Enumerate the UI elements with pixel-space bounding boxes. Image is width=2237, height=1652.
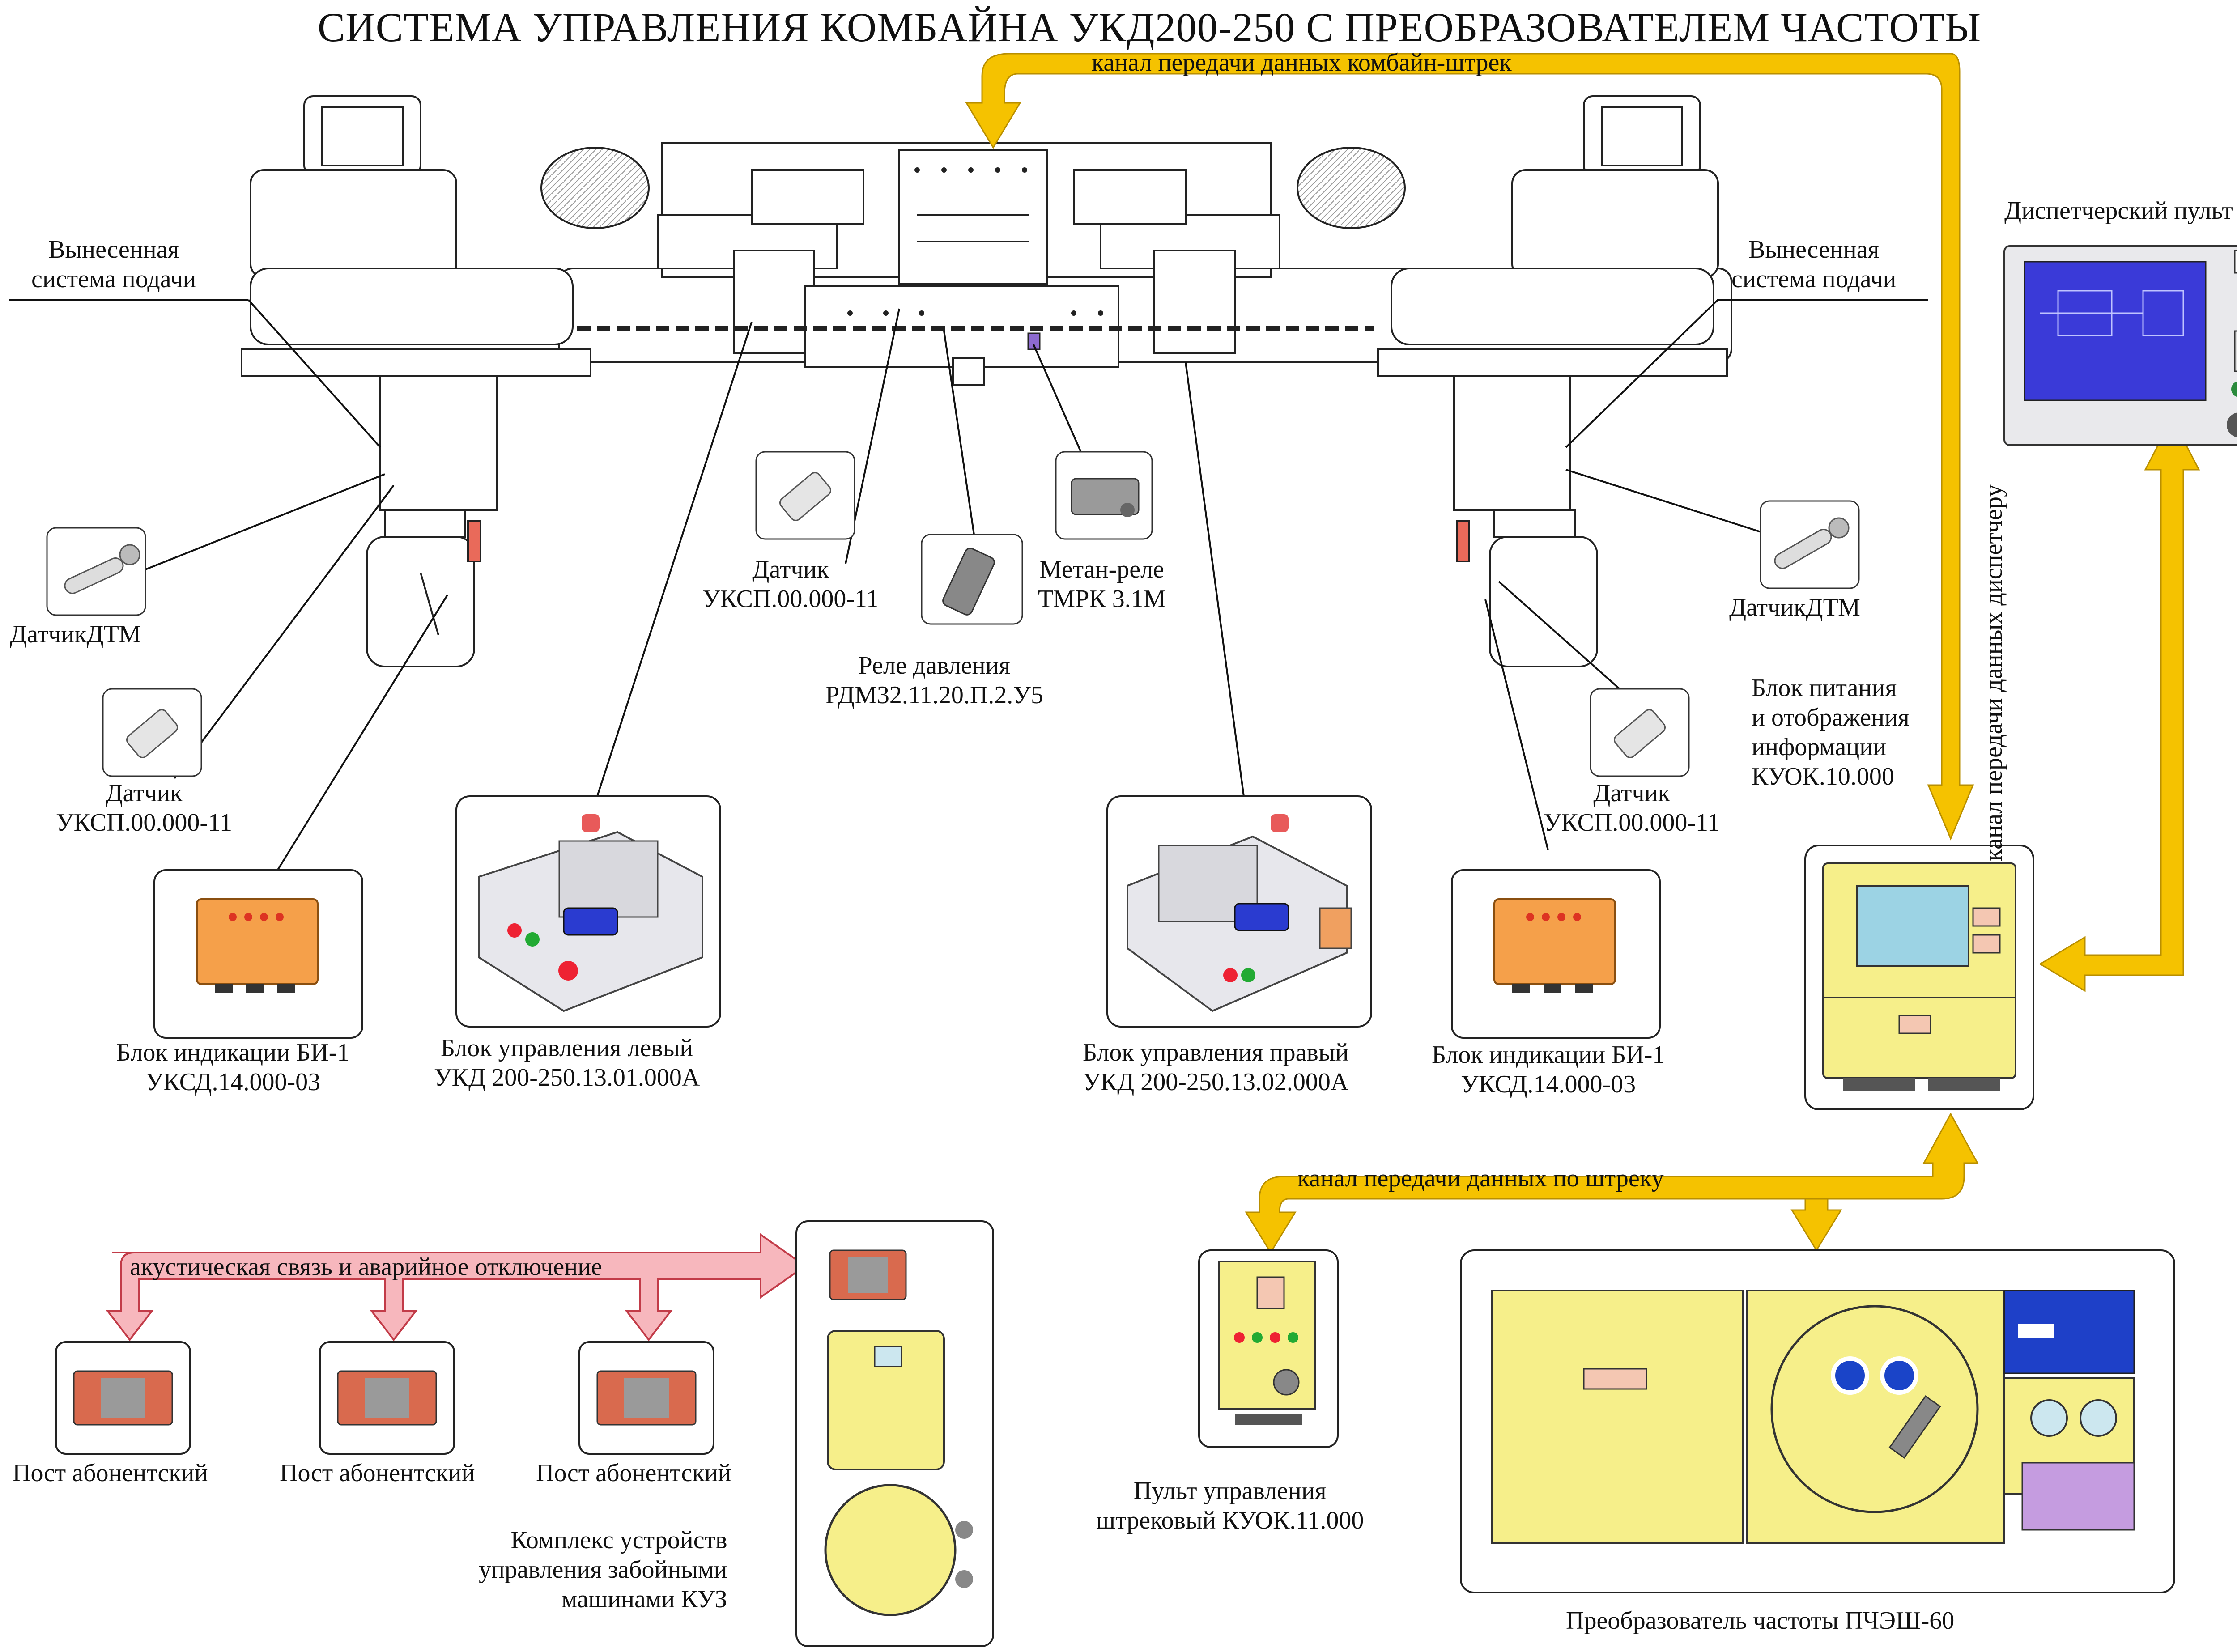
feed-system-left-label: Вынесенная система подачи xyxy=(31,236,196,293)
dispatcher-arrow xyxy=(2039,416,2200,992)
power-display-unit-picture xyxy=(1804,845,2034,1110)
dtm-sensor-left-picture xyxy=(46,527,146,616)
along-drift-channel-label: канал передачи данных по штреку xyxy=(1297,1164,1664,1192)
dtm-sensor-left-label: ДатчикДТМ xyxy=(10,620,141,648)
dtm-sensor-right-label: ДатчикДТМ xyxy=(1729,594,1860,621)
converter-feed-arrow xyxy=(1790,1198,1842,1252)
right-feed-system xyxy=(1377,95,1728,667)
combine-drift-arrow xyxy=(965,53,1974,841)
pressure-relay-picture xyxy=(921,534,1023,625)
subscriber-post-3-picture xyxy=(578,1341,714,1455)
control-block-left-picture xyxy=(455,795,721,1028)
pressure-relay-label: Реле давления РДМ32.11.20.П.2.У5 xyxy=(825,652,1043,709)
dtm-sensor-right-picture xyxy=(1760,500,1860,589)
frequency-converter-label: Преобразователь частоты ПЧЭШ-60 xyxy=(1566,1607,1955,1635)
uksp-sensor-right-label: Датчик УКСП.00.000-11 xyxy=(1544,779,1720,837)
control-block-left-label: Блок управления левый УКД 200-250.13.01.… xyxy=(434,1034,700,1091)
left-feed-system xyxy=(241,95,591,667)
methane-relay-picture xyxy=(1055,451,1153,540)
acoustic-arrow xyxy=(105,1233,807,1342)
indication-block-left-picture xyxy=(153,869,363,1039)
uksp-sensor-right-picture xyxy=(1590,688,1690,777)
control-block-right-picture xyxy=(1106,795,1372,1028)
leader-lines xyxy=(9,299,1928,882)
dispatcher-console-picture xyxy=(2003,245,2237,446)
page-title: СИСТЕМА УПРАВЛЕНИЯ КОМБАЙНА УКД200-250 С… xyxy=(317,4,1982,50)
subscriber-post-3-label: Пост абонентский xyxy=(536,1459,731,1487)
indication-block-right-label: Блок индикации БИ-1 УКСД.14.000-03 xyxy=(1432,1041,1665,1098)
drift-control-panel-picture xyxy=(1198,1249,1339,1448)
uksp-sensor-left-label: Датчик УКСП.00.000-11 xyxy=(56,779,232,837)
feed-system-right-label: Вынесенная система подачи xyxy=(1731,236,1897,293)
subscriber-post-2-picture xyxy=(319,1341,455,1455)
along-drift-arrow xyxy=(1245,1112,1979,1254)
acoustic-channel-label: акустическая связь и аварийное отключени… xyxy=(130,1253,603,1281)
frequency-converter-picture xyxy=(1460,1249,2175,1593)
uksp-sensor-left-picture xyxy=(102,688,202,777)
uksp-sensor-center-label: Датчик УКСП.00.000-11 xyxy=(702,556,879,613)
kuz-complex-label: Комплекс устройств управления забойными … xyxy=(479,1526,727,1613)
methane-relay-label: Метан-реле ТМРК 3.1М xyxy=(1038,556,1166,613)
drift-control-panel-label: Пульт управления штрековый КУОК.11.000 xyxy=(1096,1477,1364,1534)
subscriber-post-2-label: Пост абонентский xyxy=(280,1459,475,1487)
subscriber-post-1-picture xyxy=(55,1341,191,1455)
indication-block-left-label: Блок индикации БИ-1 УКСД.14.000-03 xyxy=(116,1039,350,1096)
subscriber-post-1-label: Пост абонентский xyxy=(13,1459,208,1487)
kuz-complex-picture xyxy=(795,1220,994,1647)
combine-machine xyxy=(540,142,1732,386)
dispatcher-channel-text: канал передачи данных диспетчеру xyxy=(1980,484,2007,862)
control-block-right-label: Блок управления правый УКД 200-250.13.02… xyxy=(1083,1039,1349,1096)
combine-drift-channel-label: канал передачи данных комбайн-штрек xyxy=(1092,49,1512,76)
dispatcher-console-label: Диспетчерский пульт xyxy=(2004,197,2233,225)
data-arrows xyxy=(965,53,2200,1254)
indication-block-right-picture xyxy=(1451,869,1661,1039)
power-unit-label: Блок питания и отображения информации КУ… xyxy=(1752,674,1910,790)
uksp-sensor-center-picture xyxy=(755,451,855,540)
